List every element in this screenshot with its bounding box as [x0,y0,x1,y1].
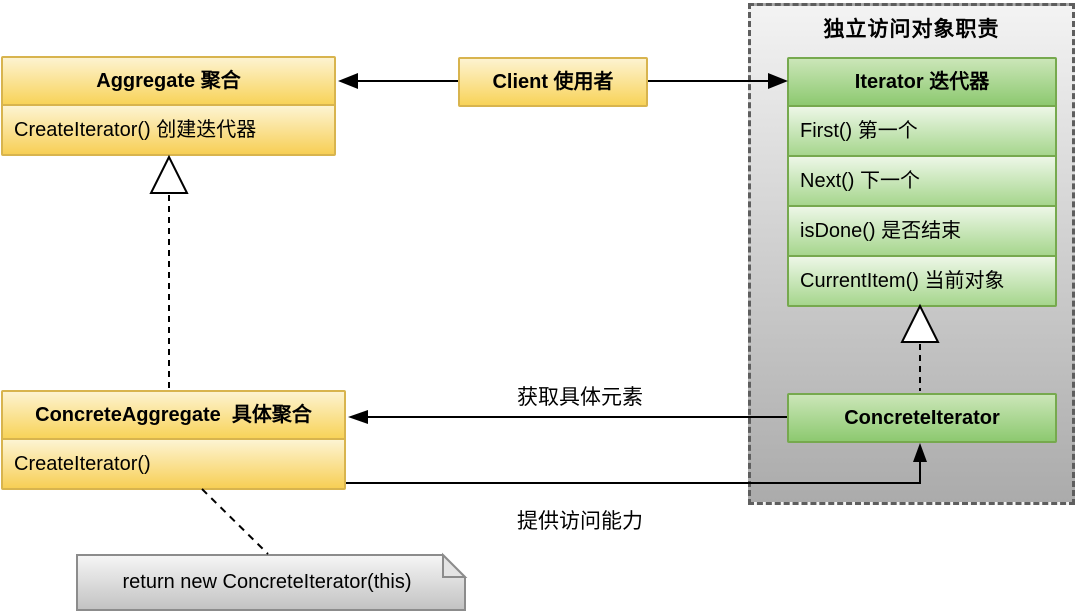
class-iterator: Iterator 迭代器 First() 第一个 Next() 下一个 isDo… [787,57,1057,307]
responsibility-region-title: 独立访问对象职责 [823,18,1000,41]
class-concrete-aggregate-method: CreateIterator() [3,438,344,488]
edge-client-to-aggregate [338,73,458,89]
note-return-new-concreteiterator: return new ConcreteIterator(this) [122,571,412,593]
class-concrete-aggregate: ConcreteAggregate 具体聚合 CreateIterator() [1,390,346,490]
class-aggregate: Aggregate 聚合 CreateIterator() 创建迭代器 [1,56,336,156]
class-iterator-method-next: Next() 下一个 [789,155,1055,205]
class-iterator-method-currentitem: CurrentItem() 当前对象 [789,255,1055,305]
edge-concreteaggregate-generalization [149,154,189,389]
class-iterator-method-first: First() 第一个 [789,105,1055,155]
class-concrete-aggregate-title: ConcreteAggregate 具体聚合 [3,392,344,438]
edge-get-element [348,410,787,424]
class-iterator-title: Iterator 迭代器 [789,59,1055,105]
edge-note-connector [201,488,269,555]
class-concrete-iterator: ConcreteIterator [787,393,1057,443]
class-aggregate-title: Aggregate 聚合 [3,58,334,104]
class-client-title: Client 使用者 [460,59,646,105]
class-client: Client 使用者 [458,57,648,107]
edge-label-get-element: 获取具体元素 [517,386,643,409]
edge-label-provide-access: 提供访问能力 [517,510,643,533]
class-iterator-method-isdone: isDone() 是否结束 [789,205,1055,255]
class-aggregate-method: CreateIterator() 创建迭代器 [3,104,334,154]
class-concrete-iterator-title: ConcreteIterator [789,395,1055,441]
